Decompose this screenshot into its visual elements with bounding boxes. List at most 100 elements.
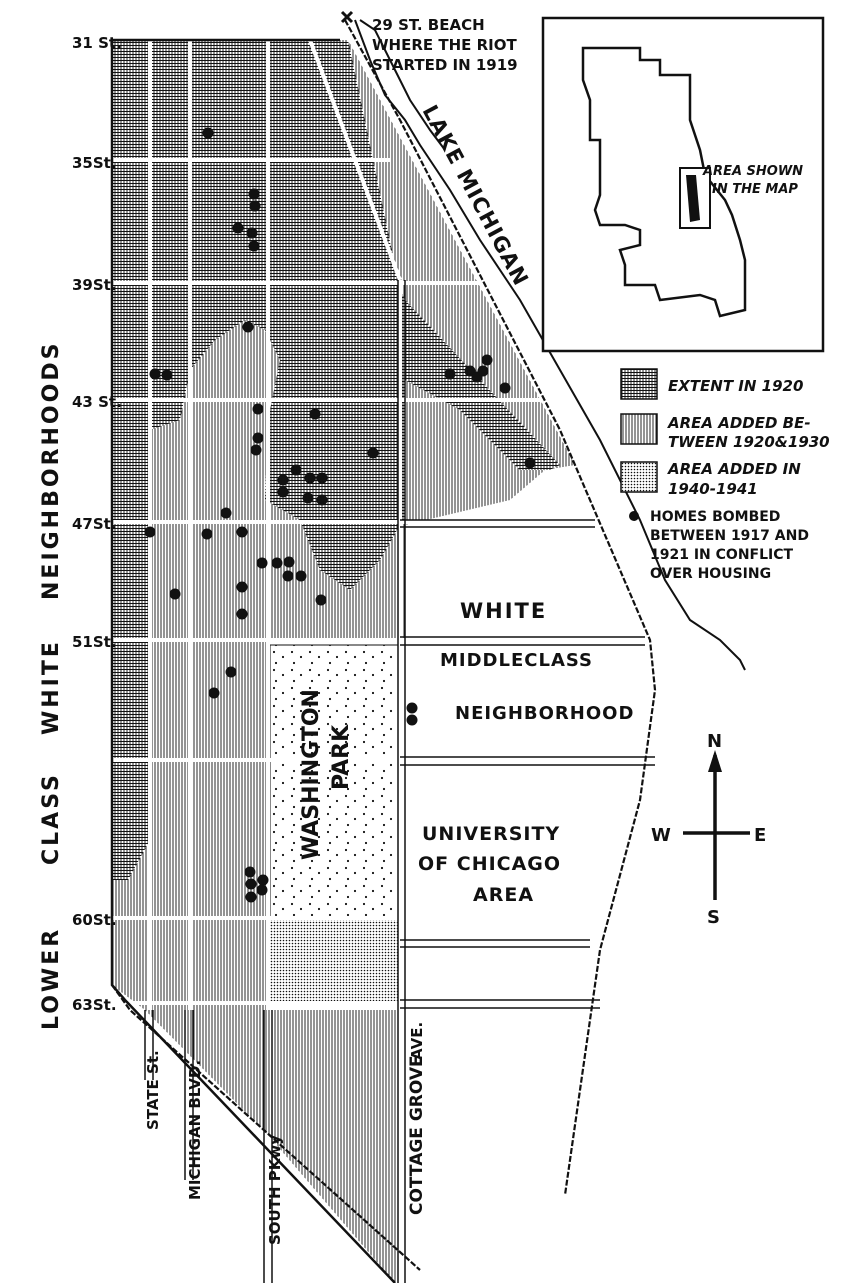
bombed-home-dot bbox=[315, 594, 327, 606]
north-arrow-icon bbox=[708, 750, 722, 772]
legend-swatch-extent-1920 bbox=[620, 368, 658, 400]
bombed-home-dot bbox=[304, 472, 316, 484]
vertical-street-labels: STATE St. MICHIGAN BLVD. SOUTH PKwy COTT… bbox=[144, 1022, 427, 1245]
bombed-home-dot bbox=[236, 581, 248, 593]
beach-label: 29 ST. BEACH WHERE THE RIOT STARTED IN 1… bbox=[372, 16, 518, 74]
svg-text:CLASS: CLASS bbox=[39, 772, 64, 865]
compass-s: S bbox=[707, 907, 720, 928]
bombed-home-dot bbox=[367, 447, 379, 459]
inset-area-label-1: AREA SHOWN bbox=[702, 164, 803, 179]
bombed-home-dot bbox=[220, 507, 232, 519]
svg-text:WHITE: WHITE bbox=[39, 639, 64, 735]
street-label-south-pkwy: SOUTH PKwy bbox=[266, 1135, 284, 1245]
bombed-home-dot bbox=[295, 570, 307, 582]
svg-text:WHERE THE RIOT: WHERE THE RIOT bbox=[372, 36, 518, 54]
legend-text-extent-1920: EXTENT IN 1920 bbox=[668, 377, 803, 395]
svg-text:MIDDLECLASS: MIDDLECLASS bbox=[440, 650, 593, 671]
svg-text:AREA ADDED IN: AREA ADDED IN bbox=[667, 460, 801, 478]
street-grid bbox=[112, 39, 650, 1010]
bombed-home-dot bbox=[277, 486, 289, 498]
bombed-home-dot bbox=[316, 472, 328, 484]
street-label-43: 43 St. bbox=[72, 393, 122, 411]
bombed-home-dot bbox=[248, 188, 260, 200]
bombed-home-dot bbox=[242, 321, 254, 333]
inset-map: AREA SHOWN IN THE MAP bbox=[541, 16, 825, 353]
bombed-home-dot bbox=[271, 557, 283, 569]
beach-marker bbox=[340, 10, 354, 24]
bombed-home-dot bbox=[444, 368, 456, 380]
svg-text:WHITE: WHITE bbox=[460, 599, 547, 623]
bombed-home-dot bbox=[202, 127, 214, 139]
bombed-home-dot bbox=[225, 666, 237, 678]
railroad-lines bbox=[111, 19, 657, 1271]
bombed-home-dot bbox=[248, 240, 260, 252]
bombed-home-dot bbox=[406, 702, 418, 714]
washington-park-label: WASHINGTON PARK bbox=[299, 689, 354, 860]
bombed-home-dot bbox=[481, 354, 493, 366]
bombed-home-dot bbox=[309, 408, 321, 420]
svg-text:BETWEEN 1917 AND: BETWEEN 1917 AND bbox=[650, 528, 809, 544]
lake-shoreline bbox=[354, 19, 746, 671]
svg-text:WASHINGTON: WASHINGTON bbox=[299, 689, 324, 860]
compass-w: W bbox=[651, 825, 671, 846]
bombed-home-dot bbox=[208, 687, 220, 699]
bombed-home-dot bbox=[316, 494, 328, 506]
bombed-home-dot bbox=[282, 570, 294, 582]
university-label: UNIVERSITY OF CHICAGO AREA bbox=[418, 823, 561, 906]
street-label-51: 51St. bbox=[72, 633, 117, 651]
bombed-home-dot bbox=[250, 444, 262, 456]
bombed-home-dot bbox=[244, 866, 256, 878]
bombed-homes bbox=[144, 127, 536, 903]
street-label-state: STATE St. bbox=[144, 1050, 162, 1130]
street-label-39: 39St. bbox=[72, 276, 117, 294]
svg-text:TWEEN 1920&1930: TWEEN 1920&1930 bbox=[668, 433, 830, 451]
svg-text:HOMES BOMBED: HOMES BOMBED bbox=[650, 509, 780, 525]
legend-swatch-added-1920-1930 bbox=[620, 413, 658, 445]
area-extent-1920 bbox=[112, 40, 560, 880]
inset-area-label-2: IN THE MAP bbox=[712, 182, 798, 197]
svg-text:29 ST. BEACH: 29 ST. BEACH bbox=[372, 16, 485, 34]
bombed-home-dot bbox=[144, 526, 156, 538]
bombed-home-dot bbox=[161, 369, 173, 381]
bombed-home-dot bbox=[256, 884, 268, 896]
bombed-home-dot bbox=[236, 526, 248, 538]
bombed-home-dot bbox=[169, 588, 181, 600]
bombed-home-dot bbox=[245, 891, 257, 903]
bombed-home-dot bbox=[232, 222, 244, 234]
svg-text:AREA ADDED BE-: AREA ADDED BE- bbox=[667, 414, 811, 432]
area-added-1940-1941 bbox=[270, 919, 398, 1002]
compass-n: N bbox=[707, 731, 722, 752]
legend-swatch-bombed-homes bbox=[629, 511, 639, 521]
street-label-31: 31 St. bbox=[72, 34, 122, 52]
bombed-home-dot bbox=[249, 200, 261, 212]
compass-e: E bbox=[754, 825, 766, 846]
bombed-home-dot bbox=[406, 714, 418, 726]
svg-text:OF CHICAGO: OF CHICAGO bbox=[418, 853, 561, 875]
bombed-home-dot bbox=[257, 874, 269, 886]
street-label-47: 47St. bbox=[72, 515, 117, 533]
legend-swatch-added-1940-1941 bbox=[620, 461, 658, 493]
svg-text:UNIVERSITY: UNIVERSITY bbox=[422, 823, 560, 845]
svg-text:NEIGHBORHOOD: NEIGHBORHOOD bbox=[455, 703, 634, 724]
svg-text:PARK: PARK bbox=[329, 724, 354, 790]
bombed-home-dot bbox=[524, 457, 536, 469]
bombed-home-dot bbox=[149, 368, 161, 380]
svg-text:STARTED IN 1919: STARTED IN 1919 bbox=[372, 56, 518, 74]
street-label-60: 60St. bbox=[72, 911, 117, 929]
bombed-home-dot bbox=[201, 528, 213, 540]
compass: N S E W bbox=[651, 731, 766, 928]
bombed-home-dot bbox=[277, 474, 289, 486]
legend: EXTENT IN 1920 AREA ADDED BE- TWEEN 1920… bbox=[620, 368, 830, 582]
bombed-home-dot bbox=[499, 382, 511, 394]
bombed-home-dot bbox=[246, 227, 258, 239]
street-label-ave: AVE. bbox=[408, 1022, 426, 1060]
bombed-home-dot bbox=[236, 608, 248, 620]
bombed-home-dot bbox=[252, 432, 264, 444]
bombed-home-dot bbox=[290, 464, 302, 476]
street-label-cottage-grove: COTTAGE GROVE bbox=[407, 1055, 427, 1215]
street-label-63: 63St. bbox=[72, 996, 117, 1014]
street-label-35: 35St. bbox=[72, 154, 117, 172]
svg-text:1940-1941: 1940-1941 bbox=[668, 480, 758, 498]
washington-park bbox=[269, 644, 399, 918]
